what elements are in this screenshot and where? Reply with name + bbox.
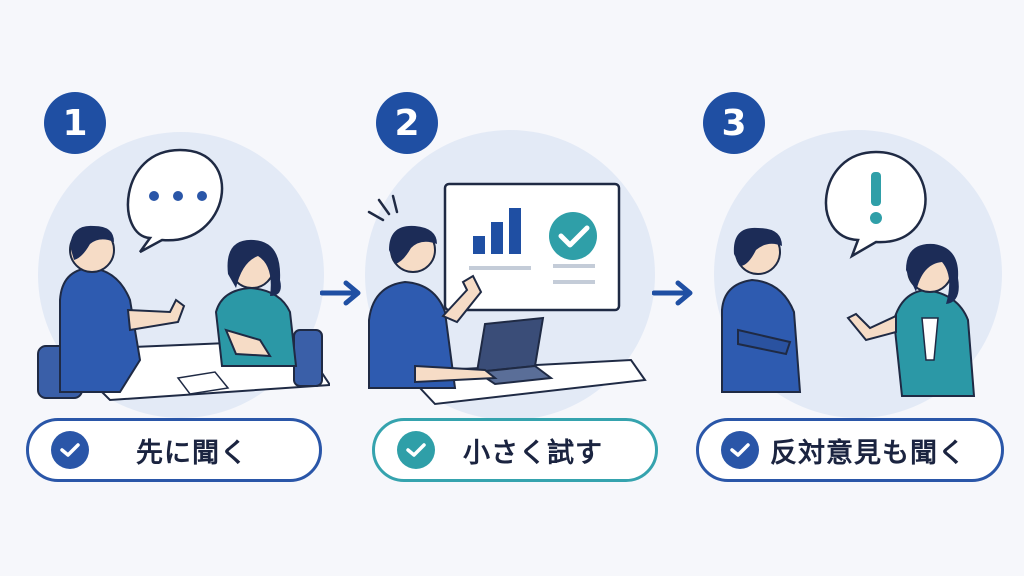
presenter-figure — [368, 225, 498, 389]
chart-check-icon — [443, 182, 621, 312]
step-3-label-pill: 反対意見も聞く — [696, 418, 1004, 482]
step-2-number-badge: 2 — [376, 92, 438, 154]
listener-figure — [721, 227, 802, 393]
step-1-number-badge: 1 — [44, 92, 106, 154]
man-figure — [59, 225, 186, 393]
step-1-label: 先に聞く — [136, 437, 248, 469]
speech-exclamation-icon — [824, 150, 927, 259]
speaker-figure — [846, 243, 976, 397]
step-3: 3 反対意見も聞く — [690, 0, 1020, 576]
check-icon — [397, 431, 435, 469]
step-3-label: 反対意見も聞く — [770, 437, 966, 469]
step-2-label-pill: 小さく試す — [372, 418, 658, 482]
step-2-illustration — [367, 182, 647, 406]
step-2-label: 小さく試す — [463, 437, 603, 469]
check-icon — [51, 431, 89, 469]
step-3-illustration — [721, 150, 976, 397]
speech-ellipsis-icon — [126, 148, 224, 254]
woman-figure — [214, 239, 298, 367]
check-icon — [721, 431, 759, 469]
arrow-right-icon — [652, 280, 693, 306]
step-1-illustration — [37, 148, 330, 402]
step-1-label-pill: 先に聞く — [26, 418, 322, 482]
arrow-right-icon — [320, 280, 361, 306]
step-3-number-badge: 3 — [703, 92, 765, 154]
step-1: 1 先に — [0, 0, 330, 576]
step-2: 2 小さく — [345, 0, 675, 576]
